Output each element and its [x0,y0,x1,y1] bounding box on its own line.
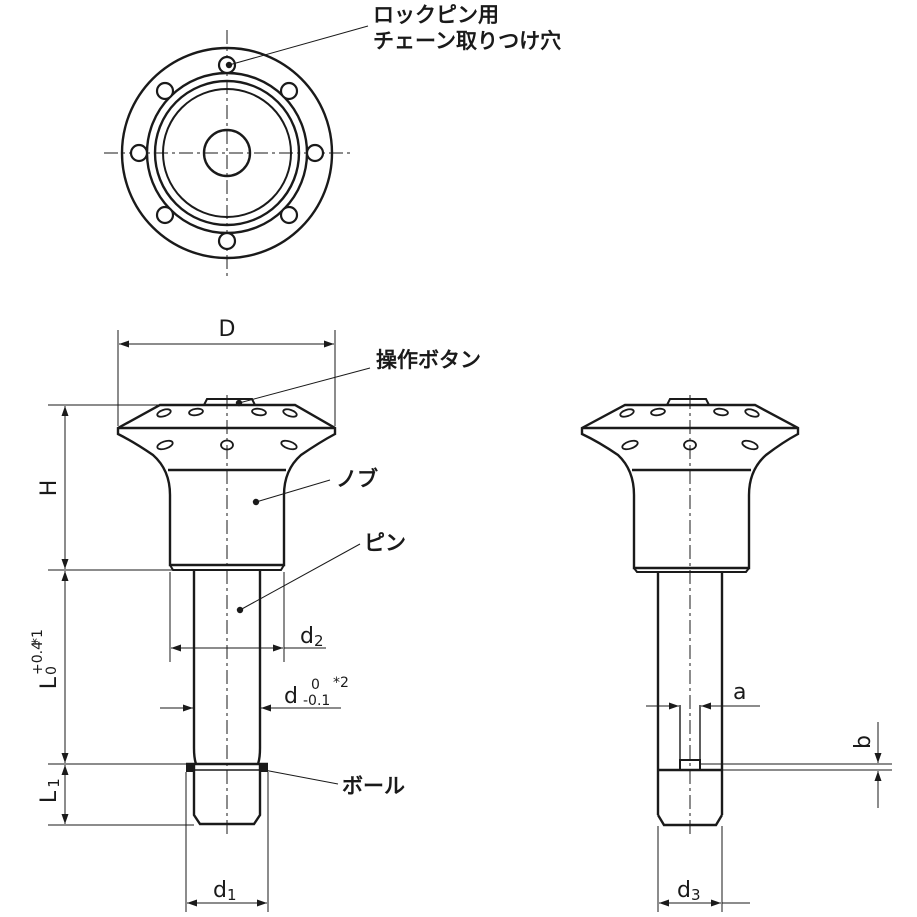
top-view [104,25,369,280]
dim-L-tol-lower: 0 [44,666,60,675]
pin-label: ピン [364,531,406,555]
side-view [580,395,800,835]
dim-H: H [37,480,62,497]
dim-d2-sub: 2 [314,632,324,650]
chain-hole-label-line2: チェーン取りつけ穴 [373,29,561,53]
dim-d2: d [300,624,314,649]
dim-D: D [219,317,236,342]
chain-hole-label-line1: ロックピン用 [373,3,499,27]
dim-d1: d [213,878,227,903]
knob-slots [156,407,298,451]
dim-d-tol-lower: -0.1 [303,693,330,709]
dim-L: L [37,676,62,689]
front-view [116,395,337,835]
ball-label: ボール [342,774,405,798]
button-label: 操作ボタン [376,348,481,372]
dim-d3: d [677,878,691,903]
dim-a: a [733,680,746,705]
dim-d: d [284,684,298,709]
dim-b: b [851,735,876,749]
dim-L-note: *1 [30,629,46,645]
dim-L1-sub: 1 [45,778,63,788]
dim-d1-sub: 1 [227,886,237,904]
dim-L-tol-upper: +0.4 [30,641,46,675]
dim-L1: L [37,790,62,803]
dim-d-tol-upper: 0 [311,677,320,693]
dim-d-note: *2 [333,675,349,691]
knob-label: ノブ [336,467,378,491]
dim-d3-sub: 3 [691,886,701,904]
